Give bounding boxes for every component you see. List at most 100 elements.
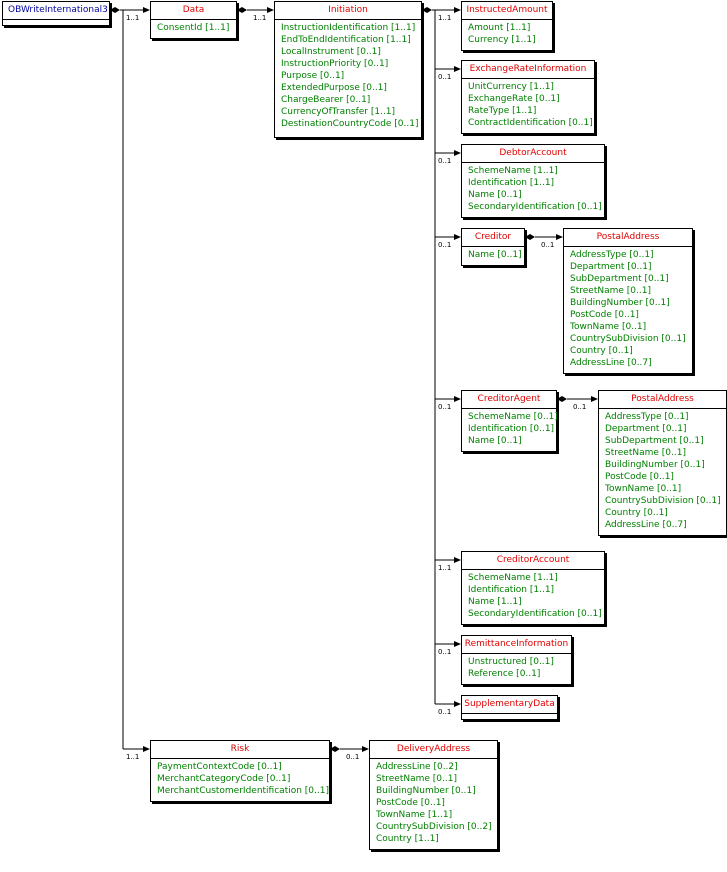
multiplicity-label: 0..1: [346, 753, 360, 761]
multiplicity-label: 0..1: [573, 403, 587, 411]
attribute: Country [0..1]: [605, 508, 668, 518]
attribute-list: AddressLine [0..2] StreetName [0..1] Build…: [370, 759, 497, 845]
attribute: SubDepartment [0..1]: [570, 274, 669, 284]
arrowhead: [454, 641, 461, 647]
attribute: AddressLine [0..2]: [376, 762, 458, 772]
arrowhead: [454, 396, 461, 402]
attribute: Currency [1..1]: [468, 35, 536, 45]
attribute: CurrencyOfTransfer [1..1]: [281, 107, 396, 117]
attribute: CountrySubDivision [0..1]: [605, 496, 721, 506]
class-title: RemittanceInformation: [462, 636, 571, 654]
attribute: Identification [0..1]: [468, 424, 555, 434]
attribute: StreetName [0..1]: [376, 774, 457, 784]
attribute: MerchantCategoryCode [0..1]: [157, 774, 291, 784]
attribute: SecondaryIdentification [0..1]: [468, 609, 602, 619]
multiplicity-label: 0..1: [438, 403, 452, 411]
attribute-list: Unstructured [0..1]Reference [0..1]: [462, 654, 571, 680]
class-title: Initiation: [275, 2, 421, 20]
attribute: Amount [1..1]: [468, 23, 531, 33]
attribute: StreetName [0..1]: [605, 448, 686, 458]
attribute: BuildingNumber [0..1]: [376, 786, 476, 796]
attribute: InstructionIdentification [1..1]: [281, 23, 416, 33]
attribute: DestinationCountryCode [0..1]: [281, 119, 419, 129]
attribute: PostCode [0..1]: [376, 798, 445, 808]
class-title: ExchangeRateInformation: [462, 61, 594, 79]
attribute: CountrySubDivision [0..2]: [376, 822, 492, 832]
attribute-list: AddressType [0..1]Department [0..1]SubDe…: [564, 247, 692, 369]
attribute: LocalInstrument [0..1]: [281, 47, 381, 57]
arrowhead: [362, 746, 369, 752]
class-root[interactable]: OBWriteInternational3: [2, 1, 110, 26]
multiplicity-label: 0..1: [438, 648, 452, 656]
attribute: AddressLine [0..7]: [570, 358, 652, 368]
arrowhead: [454, 557, 461, 563]
attribute: Name [0..1]: [468, 190, 522, 200]
class-supplementary[interactable]: SupplementaryData: [461, 695, 558, 720]
multiplicity-label: 1..1: [126, 753, 140, 761]
arrowhead: [454, 150, 461, 156]
class-title: SupplementaryData: [462, 696, 557, 714]
composition-diamond: [422, 7, 432, 13]
multiplicity-label: 1..1: [438, 14, 452, 22]
attribute: BuildingNumber [0..1]: [605, 460, 705, 470]
attribute: SchemeName [1..1]: [468, 166, 558, 176]
arrowhead: [454, 7, 461, 13]
attribute: Name [0..1]: [468, 250, 522, 260]
attribute: TownName [0..1]: [605, 484, 682, 494]
attribute-list: Name [0..1]: [462, 247, 524, 261]
class-title: CreditorAgent: [462, 391, 556, 409]
multiplicity-label: 0..1: [438, 708, 452, 716]
attribute-list: SchemeName [1..1] Identification [1..1] Na…: [462, 163, 604, 213]
attribute: UnitCurrency [1..1]: [468, 82, 554, 92]
attribute: ConsentId [1..1]: [157, 23, 230, 33]
attribute: SubDepartment [0..1]: [605, 436, 704, 446]
attribute-list: ConsentId [1..1]: [151, 20, 236, 34]
attribute-list: Amount [1..1] Currency [1..1]: [462, 20, 552, 46]
attribute: AddressType [0..1]: [605, 412, 689, 422]
attribute: ContractIdentification [0..1]: [468, 118, 593, 128]
attribute-list: SchemeName [1..1] Identification [1..1] Na…: [462, 570, 604, 620]
attribute: EndToEndIdentification [1..1]: [281, 35, 411, 45]
composition-diamond: [525, 234, 535, 240]
attribute: StreetName [0..1]: [570, 286, 651, 296]
attribute: ChargeBearer [0..1]: [281, 95, 371, 105]
attribute: TownName [0..1]: [570, 322, 647, 332]
attribute: BuildingNumber [0..1]: [570, 298, 670, 308]
arrowhead: [143, 7, 150, 13]
attribute: Identification [1..1]: [468, 178, 555, 188]
attribute: SchemeName [1..1]: [468, 573, 558, 583]
attribute: Name [1..1]: [468, 597, 522, 607]
attribute: Identification [1..1]: [468, 585, 555, 595]
attribute: PaymentContextCode [0..1]: [157, 762, 282, 772]
attribute: Name [0..1]: [468, 436, 522, 446]
arrowhead: [454, 234, 461, 240]
attribute: SecondaryIdentification [0..1]: [468, 202, 602, 212]
attribute: AddressLine [0..7]: [605, 520, 687, 530]
attribute: InstructionPriority [0..1]: [281, 59, 389, 69]
attribute: RateType [1..1]: [468, 106, 537, 116]
multiplicity-label: 0..1: [541, 241, 555, 249]
attribute: CountrySubDivision [0..1]: [570, 334, 686, 344]
class-title: InstructedAmount: [462, 2, 552, 20]
arrowhead: [454, 701, 461, 707]
attribute: MerchantCustomerIdentification [0..1]: [157, 786, 329, 796]
attribute: AddressType [0..1]: [570, 250, 654, 260]
composition-diamond: [330, 746, 340, 752]
arrowhead: [454, 66, 461, 72]
attribute: TownName [1..1]: [376, 810, 453, 820]
multiplicity-label: 1..1: [126, 14, 140, 22]
